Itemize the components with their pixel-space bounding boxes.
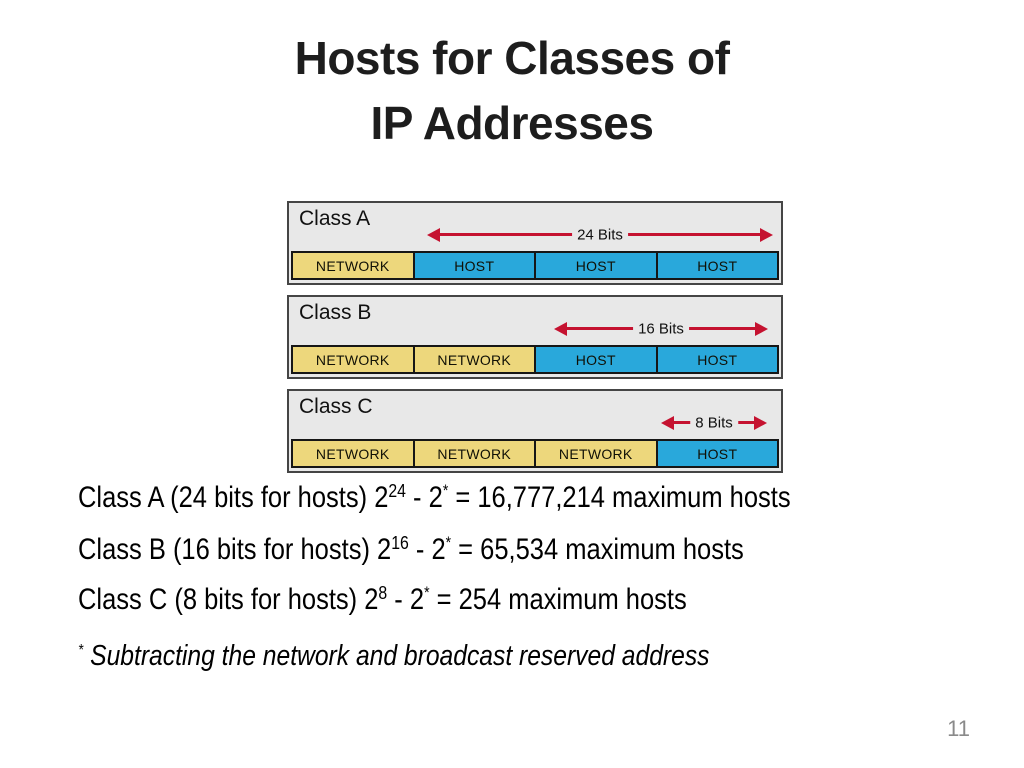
- class-c-bits-label: 8 Bits: [690, 414, 738, 432]
- arrow-right-head-icon: [760, 227, 773, 242]
- class-a-bits-label: 24 Bits: [572, 226, 628, 244]
- slide-title: Hosts for Classes of IP Addresses: [0, 26, 1024, 157]
- class-c-octet-row: NETWORK NETWORK NETWORK HOST: [291, 439, 779, 468]
- octet-cell: NETWORK: [412, 345, 536, 374]
- footnote: * Subtracting the network and broadcast …: [78, 640, 821, 673]
- formula-result: = 254 maximum hosts: [429, 583, 687, 616]
- formula-exponent: 16: [391, 531, 409, 553]
- octet-cell: NETWORK: [291, 251, 415, 280]
- class-a-octet-row: NETWORK HOST HOST HOST: [291, 251, 779, 280]
- octet-cell: HOST: [655, 251, 779, 280]
- formula-lead: Class C (8 bits for hosts) 2: [78, 583, 379, 616]
- class-b-bits-label: 16 Bits: [633, 320, 689, 338]
- slide-title-line1: Hosts for Classes of: [294, 32, 730, 84]
- class-c-panel: Class C 8 Bits NETWORK NETWORK NETWORK H…: [287, 389, 783, 473]
- footnote-text: Subtracting the network and broadcast re…: [83, 640, 710, 672]
- octet-cell: NETWORK: [412, 439, 536, 468]
- class-b-panel: Class B 16 Bits NETWORK NETWORK HOST HOS…: [287, 295, 783, 379]
- class-a-label: Class A: [299, 207, 371, 230]
- formula-star: *: [424, 584, 430, 603]
- formula-minus: - 2: [405, 481, 443, 514]
- octet-cell: HOST: [534, 345, 658, 374]
- arrow-right-head-icon: [754, 415, 767, 430]
- formula-minus: - 2: [387, 583, 425, 616]
- formula-star: *: [442, 482, 449, 501]
- page-number: 11: [947, 716, 970, 741]
- class-c-label: Class C: [299, 395, 373, 418]
- octet-cell: NETWORK: [291, 345, 415, 374]
- octet-cell: HOST: [534, 251, 658, 280]
- formula-exponent: 24: [388, 479, 406, 501]
- octet-cell: HOST: [655, 439, 779, 468]
- octet-cell: HOST: [412, 251, 536, 280]
- formula-exponent: 8: [378, 581, 388, 603]
- class-b-octet-row: NETWORK NETWORK HOST HOST: [291, 345, 779, 374]
- octet-cell: NETWORK: [291, 439, 415, 468]
- ip-class-diagram: Class A 24 Bits NETWORK HOST HOST HOST C…: [287, 201, 783, 483]
- class-a-panel: Class A 24 Bits NETWORK HOST HOST HOST: [287, 201, 783, 285]
- formula-minus: - 2: [408, 533, 446, 566]
- formula-lead: Class B (16 bits for hosts) 2: [78, 533, 392, 566]
- class-b-label: Class B: [299, 301, 372, 324]
- slide-title-line2: IP Addresses: [370, 97, 654, 150]
- class-a-bits-arrow: 24 Bits: [427, 226, 773, 244]
- formula-result: = 16,777,214 maximum hosts: [448, 481, 791, 514]
- formula-class-a: Class A (24 bits for hosts) 224 - 2* = 1…: [78, 479, 916, 515]
- class-c-bits-arrow: 8 Bits: [661, 414, 767, 432]
- arrow-right-head-icon: [755, 321, 768, 336]
- formula-class-b: Class B (16 bits for hosts) 216 - 2* = 6…: [78, 531, 861, 567]
- footnote-star: *: [78, 641, 84, 659]
- formula-star: *: [445, 534, 452, 553]
- formula-class-c: Class C (8 bits for hosts) 28 - 2* = 254…: [78, 581, 794, 617]
- formula-lead: Class A (24 bits for hosts) 2: [78, 481, 389, 514]
- octet-cell: NETWORK: [534, 439, 658, 468]
- formula-result: = 65,534 maximum hosts: [451, 533, 744, 566]
- class-b-bits-arrow: 16 Bits: [554, 320, 768, 338]
- octet-cell: HOST: [655, 345, 779, 374]
